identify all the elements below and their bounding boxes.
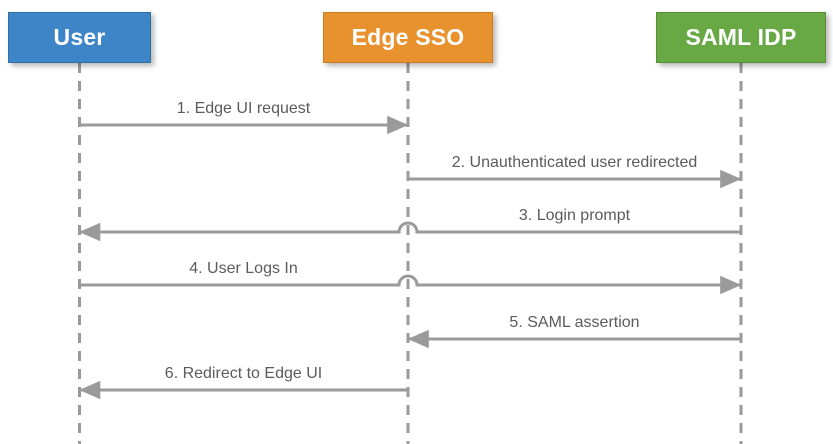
message-arrow-4 bbox=[79, 274, 742, 295]
messages-group bbox=[79, 115, 742, 400]
lifelines-group bbox=[78, 63, 743, 444]
actor-label-user: User bbox=[53, 24, 106, 50]
message-label-1: 1. Edge UI request bbox=[176, 100, 311, 117]
message-label-2: 2. Unauthenticated user redirected bbox=[451, 154, 698, 171]
actor-box-user[interactable]: User bbox=[8, 12, 151, 63]
message-label-5: 5. SAML assertion bbox=[509, 314, 640, 331]
message-label-4: 4. User Logs In bbox=[189, 260, 298, 277]
actor-label-edge-sso: Edge SSO bbox=[351, 24, 465, 50]
actor-box-edge-sso[interactable]: Edge SSO bbox=[323, 12, 493, 63]
message-arrow-3 bbox=[79, 221, 741, 242]
message-label-6: 6. Redirect to Edge UI bbox=[164, 365, 323, 382]
message-label-3: 3. Login prompt bbox=[518, 207, 631, 224]
actor-label-saml-idp: SAML IDP bbox=[685, 24, 797, 50]
actor-box-saml-idp[interactable]: SAML IDP bbox=[656, 12, 826, 63]
